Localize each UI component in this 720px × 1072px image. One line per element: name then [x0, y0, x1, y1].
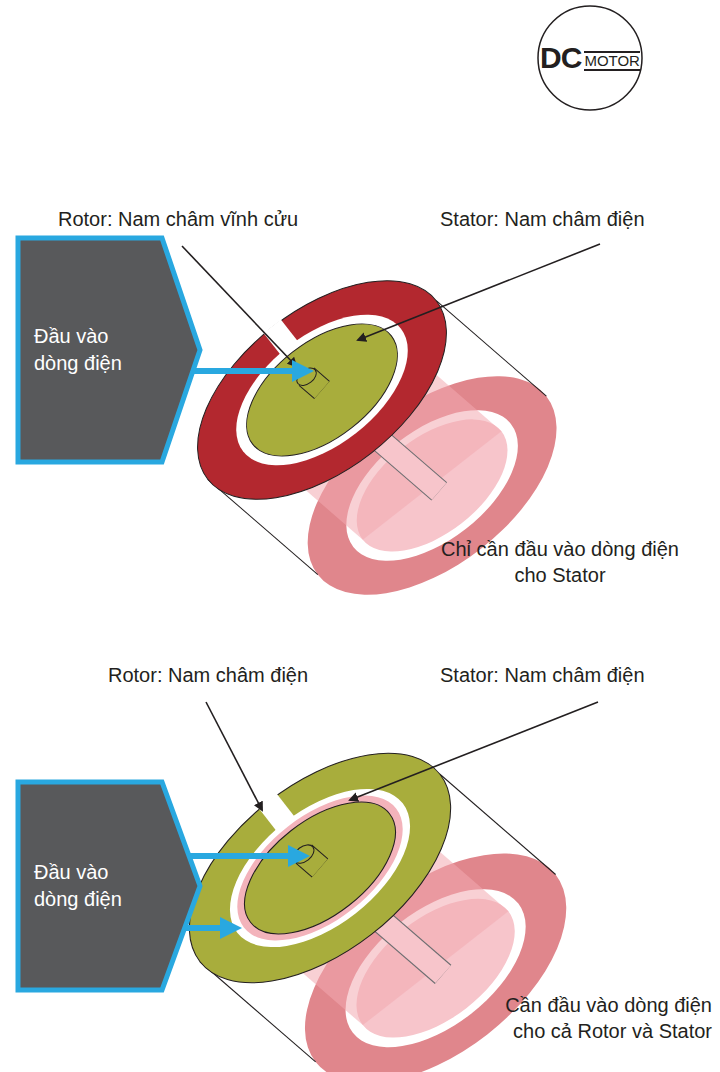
- node-text-holder: Đầu vào dòng điện: [14, 234, 204, 466]
- note-text: Chỉ cần đầu vào dòng điện cho Stator: [440, 536, 680, 588]
- part-label: Stator: Nam châm điện: [440, 662, 710, 688]
- front-rotor: [223, 298, 421, 482]
- part-label: Rotor: Nam châm điện: [108, 662, 368, 688]
- rotor-rim: [212, 767, 429, 969]
- input-arrow-box: Đầu vào dòng điện: [14, 778, 204, 994]
- input-label: Đầu vào dòng điện: [34, 859, 134, 913]
- node-text-holder: Đầu vào dòng điện: [14, 778, 204, 994]
- logo-ring: [538, 6, 642, 110]
- input-arrow-box: Đầu vào dòng điện: [14, 234, 204, 466]
- part-label: Rotor: Nam châm vĩnh cửu: [58, 206, 358, 232]
- arrow-box-fill: [18, 238, 200, 462]
- logo-word: MOTOR: [584, 51, 640, 72]
- part-label: Stator: Nam châm điện: [440, 206, 710, 232]
- housing-edge: [440, 756, 556, 892]
- logo-mark: DC: [540, 41, 581, 75]
- front-stator-ring: [158, 238, 485, 543]
- leader-line: [358, 244, 600, 340]
- leader-line: [206, 702, 262, 810]
- current-arrow: [175, 853, 304, 859]
- front-gap: [202, 758, 439, 978]
- arrow-box-shape: [14, 234, 204, 466]
- front-stator-ring: [148, 708, 491, 1028]
- arrow-box-shape: [14, 778, 204, 994]
- node-text-holder: DCMOTOR: [536, 4, 644, 112]
- input-label: Đầu vào dòng điện: [34, 323, 134, 377]
- front-rotor: [221, 776, 418, 959]
- note-text: Cần đầu vào dòng điện cho cả Rotor và St…: [484, 992, 712, 1044]
- arrow-box-fill: [18, 782, 200, 990]
- front-gap: [209, 285, 434, 495]
- logo-circle: DCMOTOR: [536, 4, 644, 112]
- motor-permanent-rotor: [158, 220, 596, 655]
- leader-line: [350, 702, 598, 800]
